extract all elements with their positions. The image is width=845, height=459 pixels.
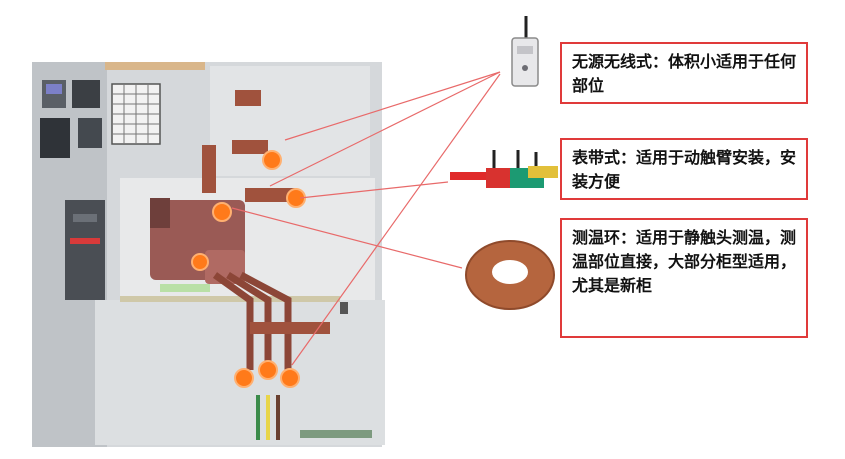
- busbar-top: [235, 90, 261, 106]
- cabinet-base-strip: [300, 430, 372, 438]
- control-device-2: [72, 80, 100, 108]
- truck-rail: [120, 296, 340, 302]
- strap-sensor-device: [450, 150, 558, 188]
- leader-lines: [231, 71, 501, 366]
- callout-wireless: 无源无线式：体积小适用于任何部位: [560, 42, 808, 104]
- wireless-sensor-device: [511, 16, 539, 87]
- callout-strap: 表带式：适用于动触臂安装，安装方便: [560, 138, 808, 200]
- cable-ends: [256, 395, 280, 440]
- lower-bolt: [340, 302, 348, 314]
- temperature-ring-device: [465, 240, 555, 310]
- vent-grille-lines: [112, 84, 160, 144]
- busbar-mid: [245, 188, 297, 202]
- breaker-truck-arm: [150, 198, 170, 228]
- breaker-handle: [73, 214, 97, 222]
- lower-cables: [212, 271, 292, 375]
- busbar-upper: [232, 140, 268, 154]
- busbar-vertical-left: [202, 145, 216, 193]
- lower-busbar: [250, 322, 330, 334]
- sensor-spots: [191, 150, 306, 388]
- breaker-indicator: [70, 238, 100, 244]
- control-device-3: [40, 118, 70, 158]
- cabinet-top-strip: [105, 62, 205, 70]
- callout-ring: 测温环：适用于静触头测温，测温部位直接，大部分柜型适用，尤其是新柜: [560, 218, 808, 338]
- control-device-4: [78, 118, 102, 148]
- truck-green-plate: [160, 284, 210, 292]
- control-display: [46, 84, 62, 94]
